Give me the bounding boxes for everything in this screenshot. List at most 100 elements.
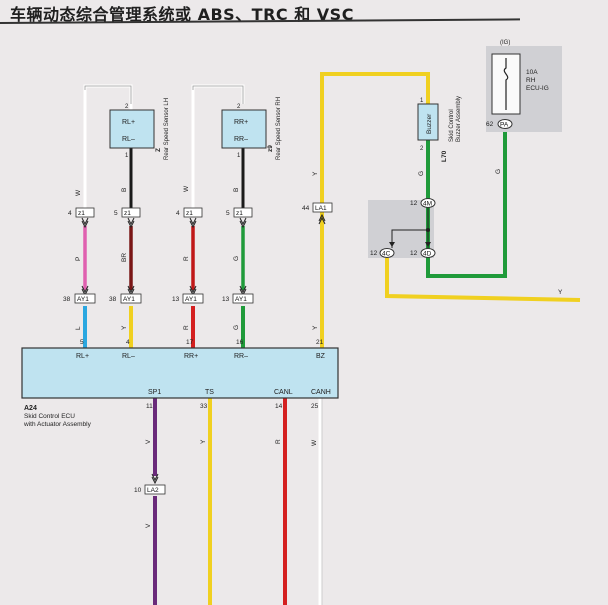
svg-text:5: 5 [114,210,118,217]
svg-text:LA2: LA2 [147,487,159,494]
connector-4c-num: 12 [370,250,378,257]
sensor-pin: RR+ [234,119,248,126]
svg-text:z1: z1 [186,210,193,217]
ecu-name: Skid Control ECU [24,413,75,420]
junction-shade [368,200,434,258]
ecu-pin-name: CANL [274,389,293,396]
wire-rh-shield [191,84,245,212]
svg-text:4: 4 [68,210,72,217]
ecu-pin-name: RR+ [184,353,198,360]
svg-text:13: 13 [172,296,180,303]
ecu-pin-name: SP1 [148,389,161,396]
ecu-box[interactable] [21,347,339,399]
buzzer-pin-num: 1 [420,98,424,104]
svg-text:38: 38 [63,296,71,303]
svg-text:LA1: LA1 [315,205,327,212]
ecu-pin-num: 11 [146,403,153,410]
rear-speed-sensor-rh[interactable] [221,109,267,149]
wire-label: W [311,439,318,446]
ecu-pin-name: RL– [122,353,135,360]
ecu-name: with Actuator Assembly [23,421,92,428]
ecu-pin-name: RL+ [76,353,89,360]
wire-label: G [233,256,240,261]
wire-label: G [418,171,425,176]
wire-label: R [183,325,190,330]
ecu-pin-num: 17 [186,339,194,346]
connector-pa [497,119,513,129]
connector-la2: LA2 10 [134,473,166,495]
wire-label: B [121,188,128,192]
ecu-code: A24 [24,405,37,412]
ecu-pin-num: 25 [311,403,319,410]
sensor-name: Rear Speed Sensor LH [164,98,170,160]
ecu-pin-num: 33 [200,403,208,410]
wire-rh-shield-outline [192,85,244,212]
junction-arrow [389,242,395,247]
svg-text:4: 4 [176,210,180,217]
rear-speed-sensor-lh[interactable] [109,109,155,149]
wire-label: W [183,185,190,192]
sensor-pin: RL+ [122,119,135,126]
connector-4c-label: 4C [382,251,391,258]
junction-arrow [425,242,431,247]
ecu-pin-name: CANH [311,389,331,396]
sensor-name: Rear Speed Sensor RH [276,97,282,160]
ecu-pin-num: 21 [316,339,324,346]
fuse-ig: (IG) [500,40,510,46]
wire-label: W [75,189,82,196]
junction-node [426,228,430,232]
wire-label: P [75,257,82,261]
sensor-pin-num: 1 [237,153,241,159]
wire-g-fuse [426,132,507,278]
fuse-name: ECU-IG [526,85,549,92]
buzzer-name: Buzzer Assembly [456,96,462,142]
wire-label: R [183,256,190,261]
svg-text:AY1: AY1 [235,296,247,303]
sensor-pin-num: 2 [237,104,241,110]
buzzer-box[interactable] [417,103,439,141]
sensor-pin: RR– [234,136,248,143]
ecu-pin-num: 14 [275,403,283,410]
connector-4d-label: 4D [423,251,432,258]
wire-label: Y [558,289,563,296]
buzzer-pin-num: 2 [420,146,424,152]
svg-text:z1: z1 [124,210,131,217]
ecu-pin-name: TS [205,389,214,396]
wire-label: B [233,188,240,192]
wire-label: G [233,325,240,330]
buzzer-code: L70 [441,150,448,162]
svg-text:10: 10 [134,487,142,494]
wire-label: Y [121,325,128,330]
wire-label: G [495,169,502,174]
connector-4d [420,248,436,258]
connector-ay1-b: AY1 38 [109,285,142,304]
svg-text:44: 44 [302,205,310,212]
connector-z1-b: z1 5 [114,207,141,229]
svg-text:38: 38 [109,296,117,303]
svg-text:z1: z1 [236,210,243,217]
fuse-symbol [503,58,509,110]
fuse-side: RH [526,77,536,84]
connector-4d-num: 12 [410,250,418,257]
ecu-pin-name: BZ [316,353,326,360]
buzzer-name: Skid Control [449,109,455,142]
wire-label: Y [200,439,207,444]
connector-ay1-d: AY1 13 [222,285,254,304]
sensor-pin-num: 2 [125,104,129,110]
connector-la1: LA1 44 [302,202,333,225]
buzzer-label: Buzzer [426,113,433,134]
connector-z1-a: z1 4 [68,207,95,229]
wire-label: L [75,326,82,330]
fuse-rating: 10A [526,69,538,76]
svg-text:AY1: AY1 [77,296,89,303]
connector-z1-d: z1 5 [226,207,253,229]
wire-label: R [275,439,282,444]
ecu-pin-num: 4 [126,339,130,346]
wire-label: Y [312,171,319,176]
ecu-pin-num: 5 [80,339,84,346]
wire-label: BR [121,253,128,262]
svg-text:AY1: AY1 [123,296,135,303]
ecu-pin-num: 16 [236,339,244,346]
svg-text:AY1: AY1 [185,296,197,303]
